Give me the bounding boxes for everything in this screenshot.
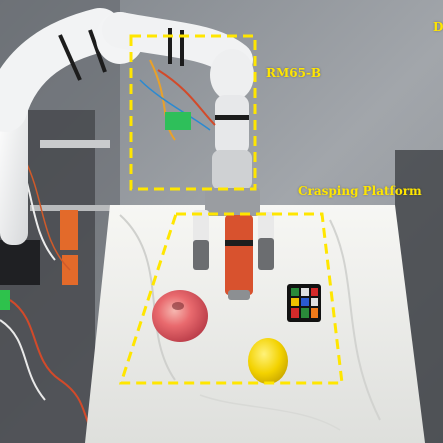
corner-label: D xyxy=(433,20,443,34)
platform-annotation-box xyxy=(118,212,344,385)
robot-arm xyxy=(0,8,274,300)
arm-model-label: RM65-B xyxy=(266,66,322,80)
arm-annotation-box xyxy=(129,34,257,191)
lemon xyxy=(248,338,288,384)
cloth-fold xyxy=(199,394,341,431)
cloth-fold xyxy=(119,214,176,381)
left-rack xyxy=(0,110,115,443)
cloth-fold xyxy=(329,219,381,421)
platform-label: Crasping Platform xyxy=(298,184,422,198)
gripper xyxy=(193,188,274,300)
apple xyxy=(152,290,208,342)
rubiks-cube xyxy=(287,284,321,322)
